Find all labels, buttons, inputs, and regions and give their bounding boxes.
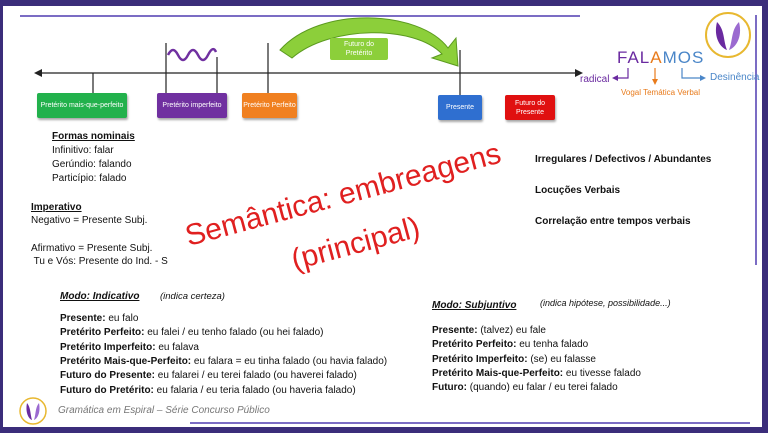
formas-nominais-infinitivo: Infinitivo: falar (52, 145, 114, 156)
formas-nominais-heading: Formas nominais (52, 131, 135, 142)
tense-example: eu falara = eu tinha falado (ou havia fa… (191, 355, 388, 367)
list-item: Pretérito Mais-que-Perfeito: eu tivesse … (432, 368, 641, 379)
brand-logo-footer (19, 397, 47, 425)
indicativo-heading: Modo: Indicativo (60, 291, 140, 302)
frame-top (0, 0, 768, 6)
label-desinencia: Desinência (710, 72, 760, 83)
box-mais-que-perfeito: Pretérito mais-que-perfeito (37, 93, 127, 118)
timeline-arrow-right (575, 69, 583, 77)
topic-locucoes: Locuções Verbais (535, 185, 621, 196)
falamos-word: FALAMOS (617, 48, 704, 68)
tense-example: (talvez) eu fale (477, 325, 546, 336)
falamos-radical-part: FAL (617, 48, 651, 67)
brand-logo-top (705, 12, 751, 58)
tense-example: (quando) eu falar / eu terei falado (467, 382, 618, 394)
formas-nominais-participio: Particípio: falado (52, 173, 127, 184)
list-item: Pretérito Perfeito: eu falei / eu tenho … (60, 327, 324, 338)
tense-label: Pretérito Imperfeito: (432, 353, 528, 365)
list-item: Presente: eu falo (60, 313, 138, 324)
list-item: Pretérito Mais-que-Perfeito: eu falara =… (60, 356, 387, 367)
tense-label: Pretérito Perfeito: (432, 339, 517, 351)
frame-bottom (0, 427, 768, 433)
frame-right (762, 0, 768, 433)
tense-example: eu falava (155, 341, 199, 353)
tense-example: eu falo (105, 313, 139, 324)
list-item: Pretérito Imperfeito: (se) eu falasse (432, 354, 596, 365)
deco-line-bottom (190, 422, 750, 424)
list-item: Futuro do Presente: eu falarei / eu tere… (60, 370, 357, 381)
deco-line-top (20, 15, 580, 17)
imperativo-afirmativo: Afirmativo = Presente Subj. (31, 243, 153, 254)
list-item: Futuro: (quando) eu falar / eu terei fal… (432, 382, 618, 393)
falamos-vogal-part: A (650, 48, 663, 67)
formas-nominais-gerundio: Gerúndio: falando (52, 159, 132, 170)
deco-line-right (755, 15, 757, 265)
tense-example: (se) eu falasse (527, 353, 596, 365)
subjuntivo-note: (indica hipótese, possibilidade...) (540, 298, 671, 308)
tense-label: Futuro do Presente: (60, 370, 156, 382)
tense-label: Pretérito Imperfeito: (60, 341, 156, 353)
footer-text: Gramática em Espiral – Série Concurso Pú… (58, 405, 270, 416)
tense-label: Futuro: (432, 382, 467, 394)
box-futuro-presente: Futuro do Presente (505, 95, 555, 120)
tense-example: eu falaria / eu teria falado (ou haveria… (153, 384, 356, 396)
label-radical: radical (580, 74, 610, 85)
tense-label: Futuro do Pretérito: (60, 384, 154, 396)
imperativo-tu-vos: Tu e Vós: Presente do Ind. - S (31, 256, 168, 267)
box-imperfeito: Pretérito imperfeito (157, 93, 227, 118)
topic-irregulares: Irregulares / Defectivos / Abundantes (535, 154, 712, 165)
tense-label: Pretérito Mais-que-Perfeito: (60, 355, 192, 367)
falamos-desinencia-part: MOS (662, 48, 705, 67)
list-item: Futuro do Pretérito: eu falaria / eu ter… (60, 385, 356, 396)
falamos-arrows (612, 68, 706, 85)
list-item: Presente: (talvez) eu fale (432, 325, 546, 336)
indicativo-note: (indica certeza) (160, 291, 225, 302)
list-item: Pretérito Perfeito: eu tenha falado (432, 339, 588, 350)
topic-correlacao: Correlação entre tempos verbais (535, 216, 691, 227)
tense-label: Pretérito Perfeito: (60, 327, 145, 339)
imperfeito-wave (166, 47, 218, 62)
curved-arrow (279, 17, 459, 67)
tense-example: eu tivesse falado (563, 367, 641, 379)
future-of-preterite-label: Futuro do Pretérito (330, 38, 388, 60)
label-vogal-tematica: Vogal Temática Verbal (621, 88, 701, 97)
tense-label: Presente: (60, 313, 106, 324)
tense-example: eu falarei / eu terei falado (ou haverei… (155, 370, 357, 382)
box-presente: Presente (438, 95, 482, 120)
imperativo-heading: Imperativo (31, 202, 82, 213)
tense-label: Presente: (432, 325, 478, 336)
list-item: Pretérito Imperfeito: eu falava (60, 342, 199, 353)
box-perfeito: Pretérito Perfeito (242, 93, 297, 118)
subjuntivo-heading: Modo: Subjuntivo (432, 300, 517, 311)
frame-left (0, 0, 3, 433)
imperativo-negativo: Negativo = Presente Subj. (31, 215, 148, 226)
tense-example: eu falei / eu tenho falado (ou hei falad… (144, 327, 324, 339)
timeline-arrow-left (34, 69, 42, 77)
tense-example: eu tenha falado (516, 339, 589, 351)
tense-label: Pretérito Mais-que-Perfeito: (432, 367, 564, 379)
